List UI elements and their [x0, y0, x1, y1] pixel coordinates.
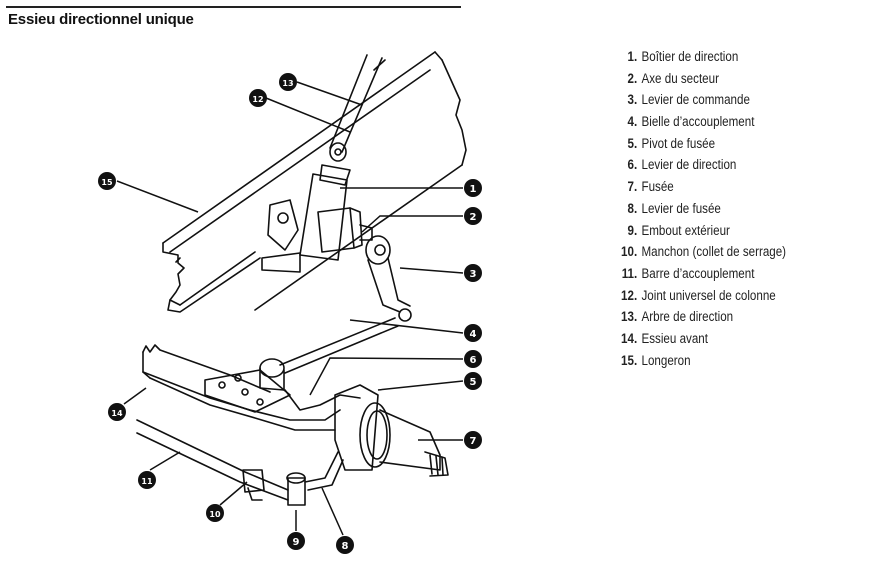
legend-item: 1.Boîtier de direction [627, 49, 739, 64]
svg-text:3: 3 [470, 269, 477, 280]
svg-text:7: 7 [470, 436, 477, 447]
leader-lines [116, 81, 464, 536]
legend-item: 15.Longeron [621, 352, 691, 368]
parts-legend: 1.Boîtier de direction 2.Axe du secteur … [620, 46, 813, 371]
svg-text:14: 14 [111, 409, 123, 418]
callout-12: 12 [249, 89, 267, 107]
steering-shaft [319, 54, 386, 186]
svg-text:4: 4 [470, 329, 477, 340]
callout-15: 15 [98, 172, 116, 190]
legend-item: 4.Bielle d’accouplement [627, 114, 755, 130]
legend-item: 6.Levier de direction [627, 157, 737, 173]
callouts: 1 2 3 4 5 6 7 8 9 10 11 12 13 14 15 [98, 73, 482, 554]
svg-text:1: 1 [470, 184, 477, 195]
legend-item: 5.Pivot de fusée [627, 135, 716, 151]
svg-text:10: 10 [209, 510, 221, 519]
steering-box [261, 173, 373, 273]
callout-4: 4 [464, 324, 482, 342]
legend-item: 7.Fusée [627, 179, 674, 195]
svg-text:5: 5 [470, 377, 477, 388]
legend-item: 3.Levier de commande [627, 92, 750, 108]
knuckle-spindle [334, 384, 449, 477]
legend-item: 10.Manchon (collet de serrage) [621, 244, 787, 260]
callout-9: 9 [287, 532, 305, 550]
front-axle [142, 344, 361, 431]
legend-item: 8.Levier de fusée [627, 200, 721, 216]
svg-text:15: 15 [101, 178, 113, 187]
legend-item: 14.Essieu avant [621, 330, 708, 346]
legend-item: 12.Joint universel de colonne [621, 287, 776, 303]
title-rule [6, 6, 461, 8]
callout-13: 13 [279, 73, 297, 91]
pitman-arm [365, 235, 412, 322]
legend-item: 13.Arbre de direction [621, 309, 734, 325]
drag-link [259, 317, 399, 391]
legend-item: 9.Embout extérieur [627, 222, 730, 238]
svg-text:6: 6 [470, 355, 477, 366]
callout-2: 2 [464, 207, 482, 225]
callout-7: 7 [464, 431, 482, 449]
callout-8: 8 [336, 536, 354, 554]
callout-1: 1 [464, 179, 482, 197]
callout-10: 10 [206, 504, 224, 522]
svg-text:13: 13 [282, 79, 293, 88]
figure-title: Essieu directionnel unique [8, 11, 194, 28]
legend-item: 11.Barre d’accouplement [621, 265, 755, 281]
callout-5: 5 [464, 372, 482, 390]
svg-text:9: 9 [293, 537, 300, 548]
legend-item: 2.Axe du secteur [627, 70, 719, 86]
knuckle-arm [304, 451, 344, 491]
svg-text:2: 2 [470, 212, 477, 223]
svg-text:12: 12 [252, 95, 263, 104]
frame-rail [162, 51, 467, 313]
callout-14: 14 [108, 403, 126, 421]
callout-3: 3 [464, 264, 482, 282]
callout-6: 6 [464, 350, 482, 368]
svg-text:11: 11 [141, 477, 153, 486]
callout-11: 11 [138, 471, 156, 489]
svg-text:8: 8 [342, 541, 349, 552]
